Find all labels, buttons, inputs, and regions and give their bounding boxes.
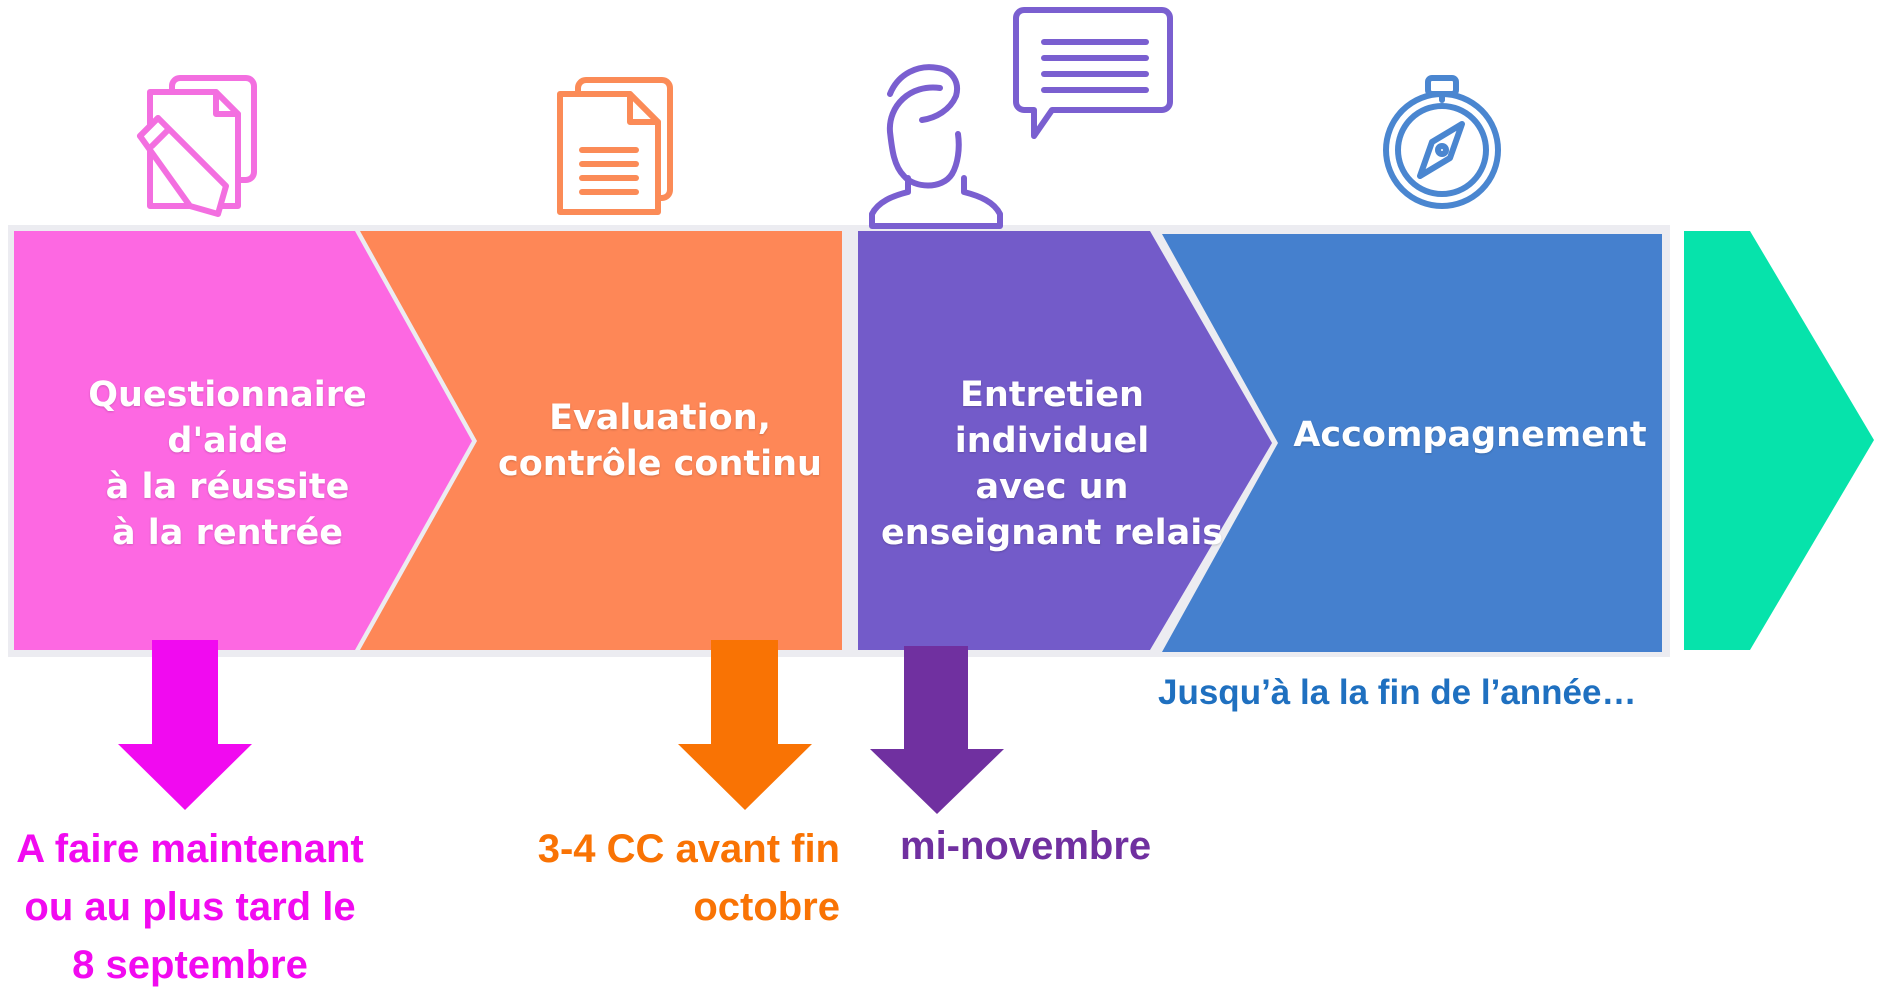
compass-icon bbox=[1383, 75, 1501, 209]
step-final-arrow-shape bbox=[1684, 231, 1874, 650]
step-accompagnement-shape bbox=[1162, 234, 1662, 652]
document-icon bbox=[557, 77, 673, 215]
deadline-note-3: mi-novembre bbox=[900, 824, 1152, 868]
document-pencil-icon bbox=[137, 75, 257, 217]
step-questionnaire-shape bbox=[14, 231, 472, 650]
step-label-accompagnement: Accompagnement bbox=[1293, 415, 1647, 455]
person-speech-bubble-icon bbox=[869, 7, 1173, 229]
step-evaluation-shape bbox=[360, 231, 842, 650]
step-label-questionnaire: Questionnaire d'aide à la réussite à la … bbox=[88, 375, 367, 553]
step-label-evaluation: Evaluation, contrôle continu bbox=[498, 398, 822, 484]
footer-note: Jusqu’à la la fin de l’année… bbox=[1158, 673, 1637, 712]
deadline-arrow-1 bbox=[118, 640, 252, 810]
deadline-arrow-2 bbox=[678, 640, 812, 810]
deadline-note-1: A faire maintenant ou au plus tard le 8 … bbox=[16, 827, 364, 987]
deadline-note-2: 3-4 CC avant fin octobre bbox=[537, 827, 840, 929]
step-label-entretien: Entretien individuel avec un enseignant … bbox=[880, 375, 1224, 553]
deadline-arrow-3 bbox=[870, 646, 1004, 814]
step-entretien-shape bbox=[858, 231, 1272, 650]
